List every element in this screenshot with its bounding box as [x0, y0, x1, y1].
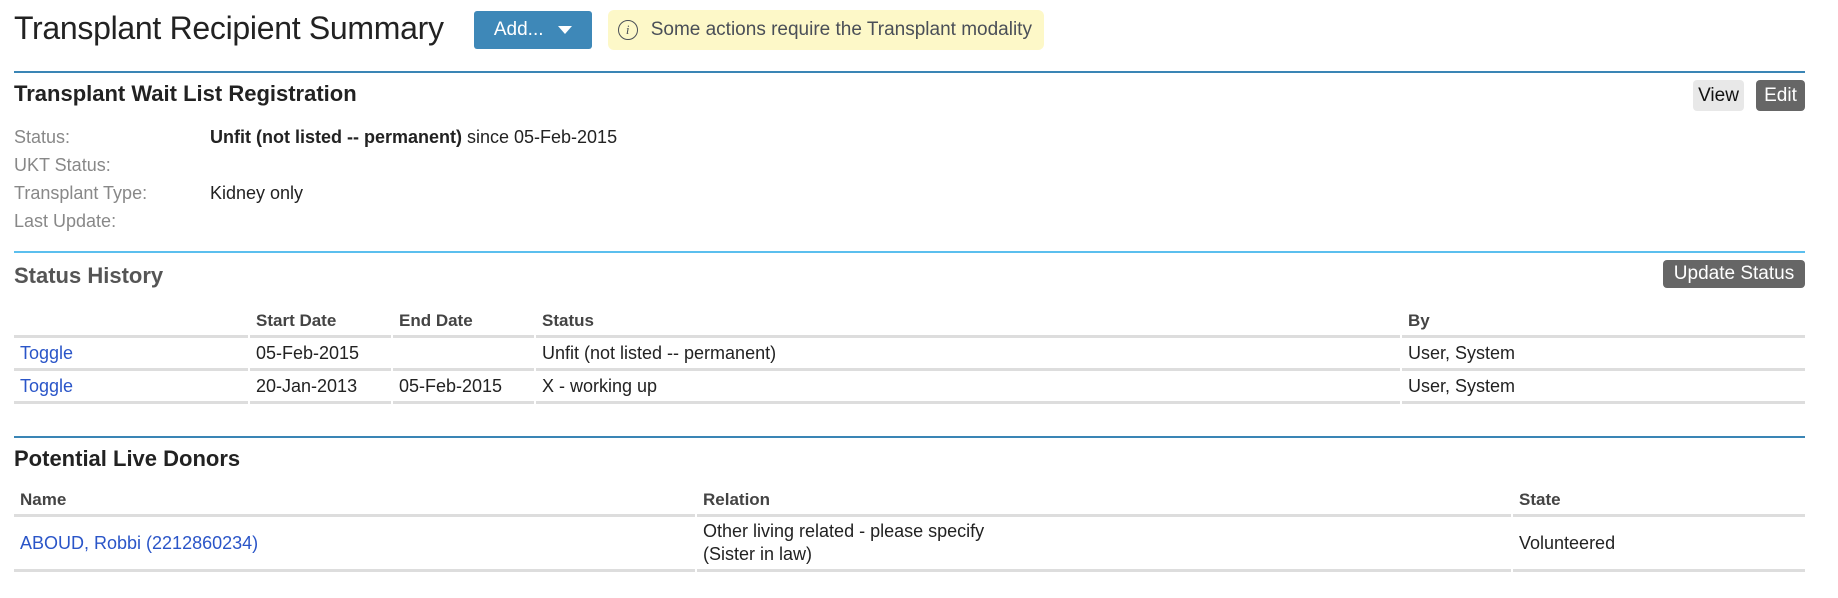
column-header-state: State	[1513, 486, 1805, 517]
by-cell: User, System	[1402, 338, 1805, 371]
page: Transplant Recipient Summary Add... i So…	[14, 0, 1805, 572]
table-row: ABOUD, Robbi (2212860234) Other living r…	[14, 517, 1805, 572]
add-dropdown-button[interactable]: Add...	[473, 10, 592, 49]
page-header: Transplant Recipient Summary Add... i So…	[14, 0, 1805, 58]
page-title: Transplant Recipient Summary	[14, 9, 444, 46]
relation-cell: Other living related - please specify (Si…	[697, 517, 1511, 572]
status-history-title: Status History	[14, 263, 164, 288]
by-cell: User, System	[1402, 371, 1805, 404]
live-donors-title: Potential Live Donors	[14, 446, 241, 471]
live-donors-table: Name Relation State ABOUD, Robbi (221286…	[12, 486, 1807, 572]
toggle-link[interactable]: Toggle	[20, 342, 74, 363]
edit-button[interactable]: Edit	[1756, 80, 1805, 111]
status-cell: X - working up	[536, 371, 1400, 404]
table-row: Toggle 20-Jan-2013 05-Feb-2015 X - worki…	[14, 371, 1805, 404]
column-header-toggle	[14, 307, 248, 338]
detail-value-transplant-type: Kidney only	[210, 183, 304, 203]
detail-row-transplant-type: Transplant Type: Kidney only	[14, 179, 617, 207]
detail-label: Last Update:	[14, 211, 117, 231]
column-header-start-date: Start Date	[250, 307, 391, 338]
table-header-row: Name Relation State	[14, 486, 1805, 517]
wait-list-title: Transplant Wait List Registration	[14, 81, 357, 106]
column-header-name: Name	[14, 486, 695, 517]
end-date-cell	[393, 338, 534, 371]
status-history-section: Status History Update Status Start Date …	[14, 251, 1805, 404]
column-header-status: Status	[536, 307, 1400, 338]
column-header-relation: Relation	[697, 486, 1511, 517]
section-divider	[14, 71, 1805, 73]
table-header-row: Start Date End Date Status By	[14, 307, 1805, 338]
caret-down-icon	[557, 25, 572, 34]
donor-name-link[interactable]: ABOUD, Robbi (2212860234)	[20, 532, 259, 553]
relation-detail: (Sister in law)	[703, 544, 813, 564]
detail-label: Status:	[14, 127, 71, 147]
toggle-cell: Toggle	[14, 338, 248, 371]
toggle-cell: Toggle	[14, 371, 248, 404]
detail-row-last-update: Last Update:	[14, 207, 617, 235]
wait-list-details: Status: Unfit (not listed -- permanent) …	[14, 123, 617, 235]
column-header-by: By	[1402, 307, 1805, 338]
add-button-label: Add...	[493, 18, 544, 40]
start-date-cell: 20-Jan-2013	[250, 371, 391, 404]
toggle-link[interactable]: Toggle	[20, 375, 74, 396]
info-icon: i	[617, 19, 638, 40]
modality-callout: i Some actions require the Transplant mo…	[607, 9, 1044, 50]
detail-label: Transplant Type:	[14, 183, 148, 203]
section-divider	[14, 251, 1805, 253]
wait-list-registration-section: Transplant Wait List Registration View E…	[14, 71, 1805, 231]
callout-text: Some actions require the Transplant moda…	[650, 18, 1032, 40]
status-cell: Unfit (not listed -- permanent)	[536, 338, 1400, 371]
status-value-bold: Unfit (not listed -- permanent)	[210, 127, 462, 147]
detail-value-status: Unfit (not listed -- permanent) since 05…	[210, 123, 617, 151]
detail-row-status: Status: Unfit (not listed -- permanent) …	[14, 123, 617, 151]
detail-label: UKT Status:	[14, 155, 111, 175]
donor-name-cell: ABOUD, Robbi (2212860234)	[14, 517, 695, 572]
status-since: since 05-Feb-2015	[461, 127, 618, 147]
relation-line: Other living related - please specify	[703, 521, 985, 541]
column-header-end-date: End Date	[393, 307, 534, 338]
status-history-table: Start Date End Date Status By Toggle 05-…	[12, 307, 1807, 404]
detail-row-ukt-status: UKT Status:	[14, 151, 617, 179]
table-row: Toggle 05-Feb-2015 Unfit (not listed -- …	[14, 338, 1805, 371]
view-button[interactable]: View	[1693, 80, 1744, 111]
section-divider	[14, 436, 1805, 438]
potential-live-donors-section: Potential Live Donors Name Relation Stat…	[14, 436, 1805, 572]
end-date-cell: 05-Feb-2015	[393, 371, 534, 404]
start-date-cell: 05-Feb-2015	[250, 338, 391, 371]
update-status-button[interactable]: Update Status	[1663, 260, 1805, 288]
state-cell: Volunteered	[1513, 517, 1805, 572]
